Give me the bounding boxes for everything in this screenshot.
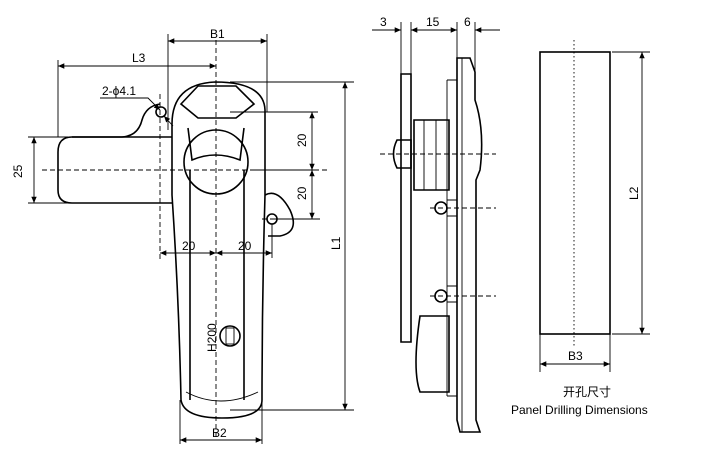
dim-b2: B2 xyxy=(212,426,227,440)
key-code: H200 xyxy=(205,323,219,352)
side-bottom-block xyxy=(415,315,450,393)
dim-hole: 2-ϕ4.1 xyxy=(102,84,136,98)
dim-20-right: 20 xyxy=(238,239,252,253)
caption-chinese: 开孔尺寸 xyxy=(563,385,611,399)
dim-s15: 15 xyxy=(426,15,440,29)
dim-b1: B1 xyxy=(210,27,225,41)
panel-drilling-view: L2 B3 开孔尺寸 Panel Drilling Dimensions xyxy=(511,40,650,417)
dim-25: 25 xyxy=(11,164,25,178)
key-lock xyxy=(219,325,241,347)
dim-s3: 3 xyxy=(380,15,387,29)
dim-l3: L3 xyxy=(132,51,146,65)
side-cylinder xyxy=(413,119,450,191)
panel-cutout xyxy=(539,51,611,335)
dim-l2: L2 xyxy=(627,186,641,200)
dim-s6: 6 xyxy=(464,15,471,29)
caption-english: Panel Drilling Dimensions xyxy=(511,403,648,417)
side-plate xyxy=(400,73,412,343)
handle-left-wing xyxy=(57,136,172,204)
mounting-hole-top xyxy=(155,106,167,118)
side-view: 3 15 6 xyxy=(372,15,500,433)
side-handle xyxy=(456,57,483,433)
dim-b3: B3 xyxy=(568,349,583,363)
dim-20-lower: 20 xyxy=(295,186,309,200)
front-view: B1 L3 2-ϕ4.1 25 20 20 L1 20 20 B2 H200 xyxy=(11,27,354,444)
mounting-ear xyxy=(264,192,295,237)
handle-body xyxy=(171,81,266,419)
dim-20-upper: 20 xyxy=(295,133,309,147)
dim-l1: L1 xyxy=(329,236,343,250)
dim-20-left: 20 xyxy=(182,239,196,253)
